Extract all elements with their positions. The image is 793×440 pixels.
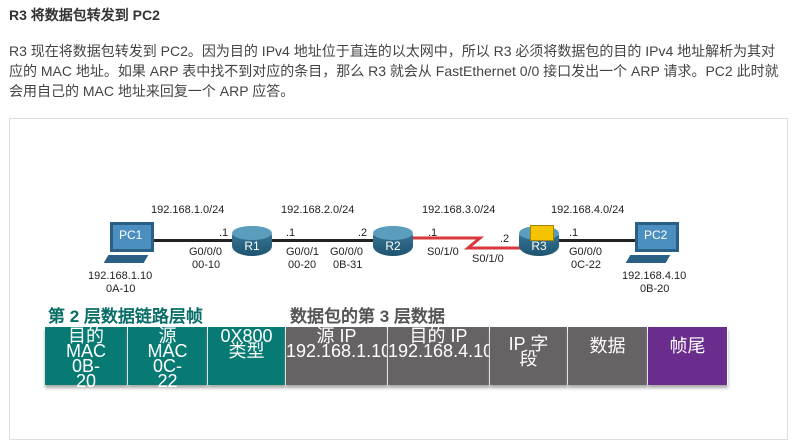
host-label: .1	[286, 227, 296, 239]
pc1-icon[interactable]: PC1	[110, 222, 154, 252]
description: R3 现在将数据包转发到 PC2。因为目的 IPv4 地址位于直连的以太网中，所…	[9, 43, 779, 99]
mac-label: 0B-31	[333, 259, 363, 271]
link-pc1-r1	[148, 239, 233, 242]
host-label: .1	[428, 227, 438, 239]
frame-cell-data: 数据	[568, 327, 648, 385]
pc1-keyboard-icon	[103, 255, 149, 263]
pc1-mac: 0A-10	[106, 283, 136, 295]
serial-link-r2-r3	[412, 236, 520, 250]
network-label: 192.168.3.0/24	[422, 204, 496, 216]
pc1-ip: 192.168.1.10	[88, 270, 153, 282]
network-label: 192.168.1.0/24	[151, 204, 225, 216]
network-label: 192.168.4.0/24	[551, 204, 625, 216]
pc2-icon[interactable]: PC2	[635, 222, 679, 252]
network-label: 192.168.2.0/24	[281, 204, 355, 216]
interface-label: G0/0/1	[286, 246, 320, 258]
interface-label: G0/0/0	[189, 246, 223, 258]
host-label: .2	[358, 227, 368, 239]
host-label: .2	[500, 233, 510, 245]
host-label: .1	[569, 227, 579, 239]
pc2-ip: 192.168.4.10	[622, 270, 687, 282]
mac-label: 00-20	[288, 259, 317, 271]
pc2-mac: 0B-20	[640, 283, 670, 295]
frame-cell-trailer: 帧尾	[648, 327, 728, 385]
frame-cell-ip-fields: IP 字段	[490, 327, 568, 385]
l2-frame-title: 第 2 层数据链路层帧	[48, 307, 203, 326]
interface-label: G0/0/0	[330, 246, 364, 258]
host-label: .1	[219, 227, 229, 239]
router-r1-icon[interactable]: R1	[232, 226, 272, 256]
mac-label: 0C-22	[571, 259, 601, 271]
envelope-icon	[530, 225, 554, 241]
link-r1-r2	[272, 239, 374, 242]
l3-data-title: 数据包的第 3 层数据	[290, 307, 445, 326]
router-r2-icon[interactable]: R2	[373, 226, 413, 256]
interface-label: S0/1/0	[472, 253, 504, 265]
mac-label: 00-10	[192, 259, 221, 271]
interface-label: G0/0/0	[569, 246, 603, 258]
page-title: R3 将数据包转发到 PC2	[9, 7, 160, 23]
link-r3-pc2	[556, 239, 636, 242]
pc2-keyboard-icon	[625, 255, 671, 263]
interface-label: S0/1/0	[427, 246, 459, 258]
